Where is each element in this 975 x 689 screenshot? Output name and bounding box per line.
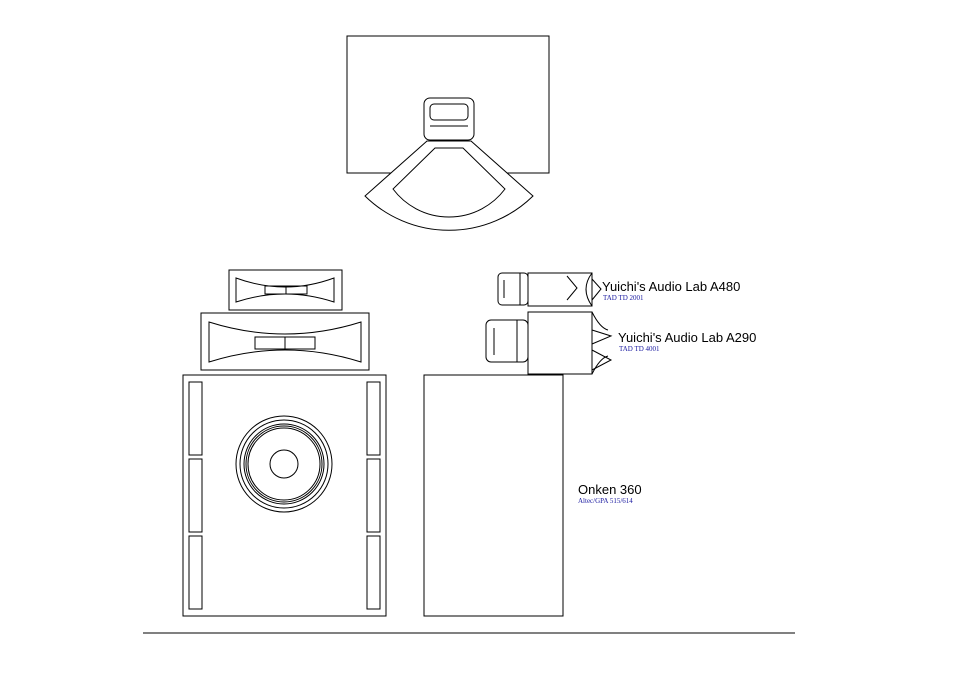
horn-fan-outer xyxy=(364,140,534,231)
onken-model-label: Altec/GPA 515/614 xyxy=(578,497,633,505)
onken-name-label: Onken 360 xyxy=(578,482,642,497)
side-a480 xyxy=(497,272,602,307)
driver-block xyxy=(423,97,475,141)
front-a290-horn xyxy=(200,312,370,371)
top-view xyxy=(346,35,550,231)
a480-model-label: TAD TD 2001 xyxy=(603,294,644,302)
side-onken-cabinet xyxy=(423,374,564,617)
front-onken-cabinet xyxy=(182,374,387,617)
woofer-frame xyxy=(235,415,333,513)
side-a290 xyxy=(485,311,613,375)
front-a480-horn xyxy=(228,269,343,311)
a480-name-label: Yuichi's Audio Lab A480 xyxy=(602,279,741,294)
a290-name-label: Yuichi's Audio Lab A290 xyxy=(618,330,757,345)
a290-model-label: TAD TD 4001 xyxy=(619,345,660,353)
driver-block-inner xyxy=(429,103,469,121)
woofer-dustcap xyxy=(269,449,299,479)
horn-fan-inner xyxy=(392,147,506,218)
